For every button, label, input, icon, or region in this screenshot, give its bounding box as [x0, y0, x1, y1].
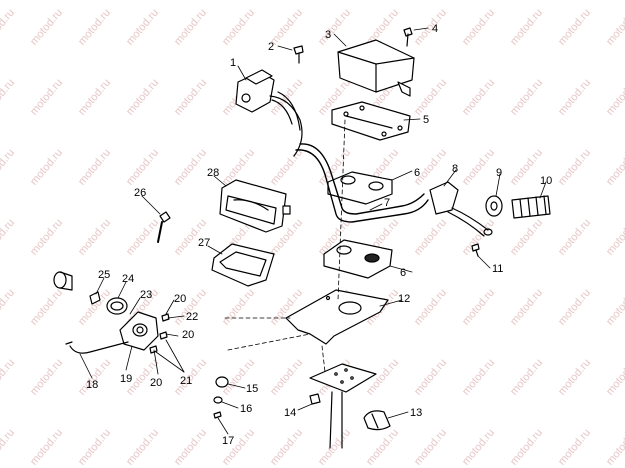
callout-14: 14	[284, 407, 296, 419]
part-14-nut	[309, 393, 321, 405]
callout-16: 16	[240, 403, 252, 415]
callout-7: 7	[384, 197, 390, 209]
part-11-screw	[471, 243, 480, 257]
callout-21: 21	[180, 375, 192, 387]
part-1-switch-housing	[235, 69, 303, 157]
callout-4: 4	[432, 23, 438, 35]
part-18-wire	[65, 341, 129, 354]
part-6-lower-riser	[323, 239, 393, 279]
part-24-ring	[106, 297, 128, 315]
part-27-meter-cup	[211, 243, 275, 287]
part-10-grip	[511, 195, 551, 219]
callout-2: 2	[268, 41, 274, 53]
part-4-bolt	[403, 27, 413, 47]
callout-17: 17	[222, 435, 234, 447]
leader-lines	[79, 27, 547, 435]
callout-10: 10	[540, 175, 552, 187]
callout-20b: 20	[182, 329, 194, 341]
callout-26: 26	[134, 187, 146, 199]
part-3-handlebar-cover	[337, 39, 415, 97]
part-26-cable	[157, 211, 171, 243]
callout-5: 5	[423, 114, 429, 126]
callout-24: 24	[122, 273, 134, 285]
part-25-knob	[53, 271, 101, 305]
callout-9: 9	[496, 167, 502, 179]
part-12-bracket	[285, 289, 389, 345]
part-15-17-fasteners	[213, 376, 229, 419]
callout-25: 25	[98, 269, 110, 281]
part-19-switch-body	[119, 311, 159, 351]
callout-3: 3	[325, 29, 331, 41]
part-2-bolt	[293, 45, 304, 64]
callout-8: 8	[452, 163, 458, 175]
part-8-brake-lever	[429, 181, 493, 237]
callout-11: 11	[492, 263, 503, 275]
assembly-guide-lines	[224, 119, 346, 373]
callout-20c: 20	[150, 377, 162, 389]
part-9-collar	[485, 195, 503, 217]
callout-labels: 1 2 3 4 5 6 6 7 8 9 10 11 12 13 14 15 16…	[86, 23, 552, 447]
callout-6a: 6	[414, 167, 420, 179]
callout-22: 22	[186, 311, 198, 323]
callout-18: 18	[86, 379, 98, 391]
callout-23: 23	[140, 289, 152, 301]
steering-plate	[309, 363, 377, 449]
callout-12: 12	[398, 293, 410, 305]
part-5-upper-clamp	[331, 101, 411, 141]
part-28-speedometer	[219, 179, 291, 233]
callout-1: 1	[230, 57, 236, 69]
callout-20a: 20	[174, 293, 186, 305]
callout-27: 27	[198, 237, 210, 249]
part-20-screws	[149, 313, 170, 354]
callout-13: 13	[410, 407, 422, 419]
part-6-upper-riser	[327, 171, 393, 205]
part-13-clamp	[363, 410, 391, 431]
callout-15: 15	[246, 383, 258, 395]
callout-19: 19	[120, 373, 132, 385]
callout-28: 28	[207, 167, 219, 179]
callout-6b: 6	[400, 267, 406, 279]
